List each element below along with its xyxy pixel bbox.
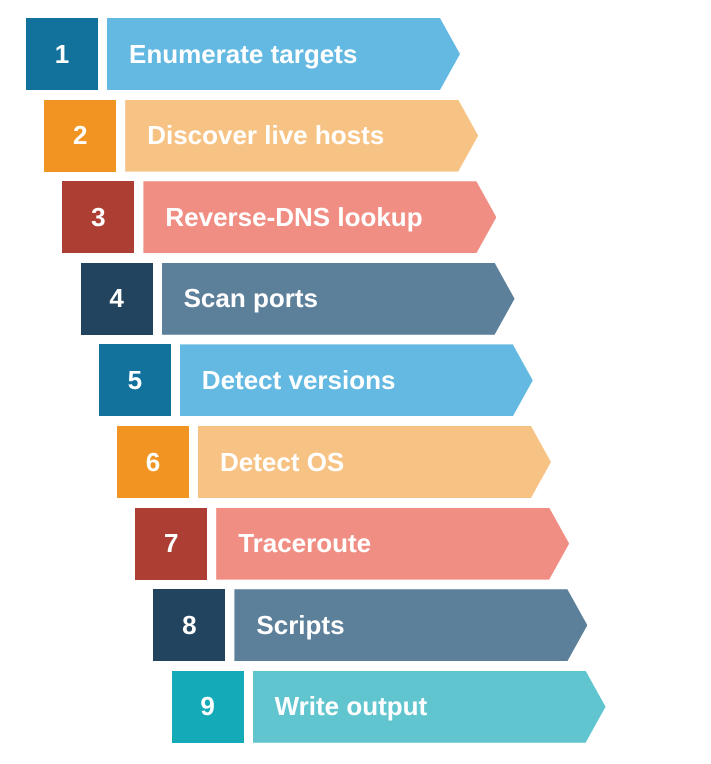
step-number-box: 3 xyxy=(62,181,135,254)
step-7: 7 Traceroute xyxy=(135,507,575,580)
step-label: Reverse-DNS lookup xyxy=(165,201,423,232)
step-9: 9 Write output xyxy=(171,670,612,743)
step-number-box: 9 xyxy=(171,670,244,743)
step-number-box: 8 xyxy=(153,589,226,662)
step-arrow: Discover live hosts xyxy=(125,100,478,172)
step-label: Traceroute xyxy=(238,528,372,559)
step-3: 3 Reverse-DNS lookup xyxy=(62,181,502,254)
step-arrow: Scan ports xyxy=(162,263,515,335)
step-number-box: 6 xyxy=(117,426,189,498)
step-arrow: Reverse-DNS lookup xyxy=(143,181,496,253)
step-8: 8 Scripts xyxy=(153,589,593,662)
step-arrow: Write output xyxy=(253,671,606,743)
step-number-box: 1 xyxy=(26,18,98,90)
step-label: Discover live hosts xyxy=(147,120,385,151)
step-label: Detect versions xyxy=(201,364,396,395)
step-label: Scripts xyxy=(256,609,345,640)
step-arrow: Detect versions xyxy=(180,344,533,416)
step-label: Scan ports xyxy=(183,283,318,314)
step-5: 5 Detect versions xyxy=(98,344,539,417)
step-1: 1 Enumerate targets xyxy=(26,18,466,90)
step-number-box: 4 xyxy=(80,262,153,335)
step-number-box: 5 xyxy=(98,344,171,417)
step-4: 4 Scan ports xyxy=(80,262,521,335)
step-number-box: 2 xyxy=(44,99,117,172)
step-arrow: Scripts xyxy=(234,589,587,661)
step-arrow: Detect OS xyxy=(198,426,551,498)
step-arrow: Enumerate targets xyxy=(107,18,460,90)
step-number-box: 7 xyxy=(135,507,208,580)
step-2: 2 Discover live hosts xyxy=(44,99,484,172)
step-6: 6 Detect OS xyxy=(117,426,557,498)
step-label: Write output xyxy=(274,691,428,722)
step-arrow: Traceroute xyxy=(216,508,569,580)
step-label: Enumerate targets xyxy=(129,38,358,69)
step-label: Detect OS xyxy=(220,446,345,477)
